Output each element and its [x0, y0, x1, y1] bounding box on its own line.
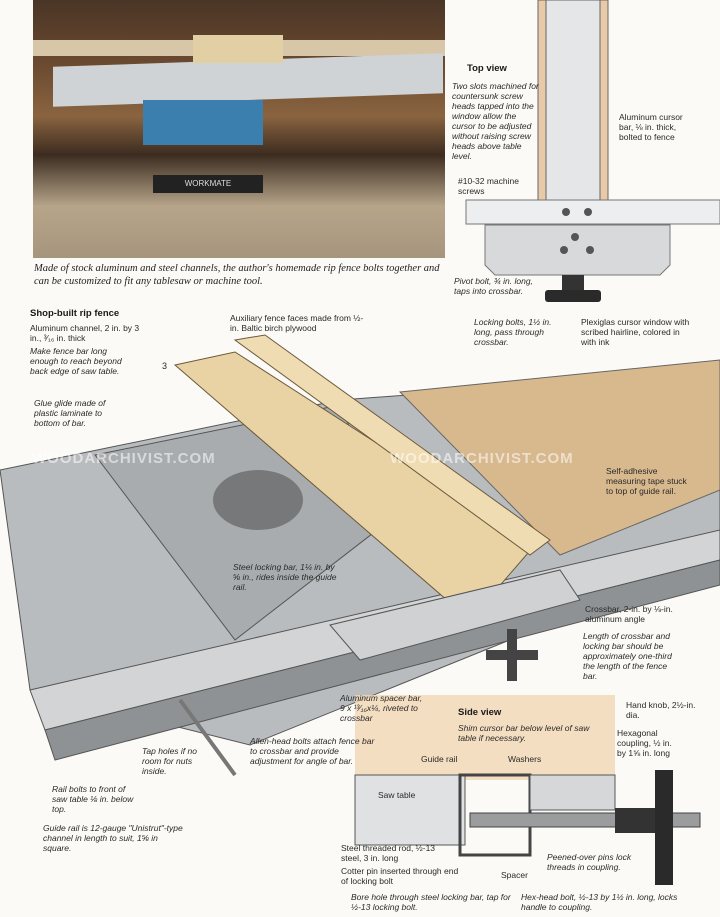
label-bore-hole: Bore hole through steel locking bar, tap…: [351, 892, 511, 912]
label-hex-bolt: Hex-head bolt, ½-13 by 1½ in. long, lock…: [521, 892, 678, 912]
watermark: WOODARCHIVIST.COM: [32, 450, 216, 467]
label-allen-bolts: Allen-head bolts attach fence bar to cro…: [250, 736, 375, 766]
photo-saw-base: [143, 100, 263, 145]
label-spacer: Spacer: [501, 870, 528, 880]
main-drawing: [0, 334, 720, 777]
label-machine-screws: #10-32 machine screws: [458, 176, 519, 196]
label-shim: Shim cursor bar below level of saw table…: [458, 723, 590, 743]
main-title: Shop-built rip fence: [30, 308, 120, 319]
label-saw-table: Saw table: [378, 790, 416, 800]
side-view-drawing: [354, 695, 701, 885]
label-coupling: Hexagonal coupling, ½ in. by 1⅝ in. long: [617, 728, 672, 758]
label-channel: Aluminum channel, 2 in. by 3 in., ³⁄₁₆ i…: [30, 323, 140, 343]
label-glue-glide: Glue glide made of plastic laminate to b…: [34, 398, 106, 428]
label-tap-holes: Tap holes if no room for nuts inside.: [142, 746, 197, 776]
watermark: WOODARCHIVIST.COM: [390, 450, 574, 467]
label-cursor-bar: Aluminum cursor bar, ⅛ in. thick, bolted…: [619, 112, 683, 142]
dimension-label: 3: [162, 361, 168, 371]
label-peened-pins: Peened-over pins lock threads in couplin…: [547, 852, 632, 872]
label-spacer-bar: Aluminum spacer bar, 9 x ¹³⁄₁₆x¼, rivete…: [340, 693, 423, 723]
label-crossbar-length: Length of crossbar and locking bar shoul…: [583, 631, 672, 681]
label-pivot-bolt: Pivot bolt, ¾ in. long, taps into crossb…: [454, 276, 533, 296]
label-cotter-pin: Cotter pin inserted through end of locki…: [341, 866, 459, 886]
label-aux-faces: Auxiliary fence faces made from ½-in. Ba…: [230, 313, 364, 333]
label-tape: Self-adhesive measuring tape stuck to to…: [606, 466, 687, 496]
top-view-drawing: [465, 0, 720, 302]
label-slots: Two slots machined for countersunk screw…: [452, 81, 539, 161]
workmate-logo: WORKMATE: [153, 175, 263, 193]
label-guide-rail-spec: Guide rail is 12-gauge "Unistrut"-type c…: [43, 823, 183, 853]
photo-caption: Made of stock aluminum and steel channel…: [34, 263, 440, 287]
photo-fence: [193, 35, 283, 63]
label-locking-bolts: Locking bolts, 1½ in. long, pass through…: [474, 317, 552, 347]
label-guide-rail: Guide rail: [421, 754, 458, 764]
label-rail-bolts: Rail bolts to front of saw table ⅛ in. b…: [52, 784, 134, 814]
label-hand-knob: Hand knob, 2½-in. dia.: [626, 700, 696, 720]
label-locking-bar: Steel locking bar, 1¼ in. by ⅝ in., ride…: [233, 562, 337, 592]
label-threaded-rod: Steel threaded rod, ½-13 steel, 3 in. lo…: [341, 843, 436, 863]
top-view-title: Top view: [467, 63, 507, 74]
label-plexiglas: Plexiglas cursor window with scribed hai…: [581, 317, 690, 347]
side-view-title: Side view: [458, 707, 502, 718]
label-washers: Washers: [508, 754, 542, 764]
label-fence-bar: Make fence bar long enough to reach beyo…: [30, 346, 122, 376]
tablesaw-photo: WORKMATE: [33, 0, 445, 258]
label-crossbar: Crossbar, 2-in. by ⅛-in. aluminum angle: [585, 604, 673, 624]
